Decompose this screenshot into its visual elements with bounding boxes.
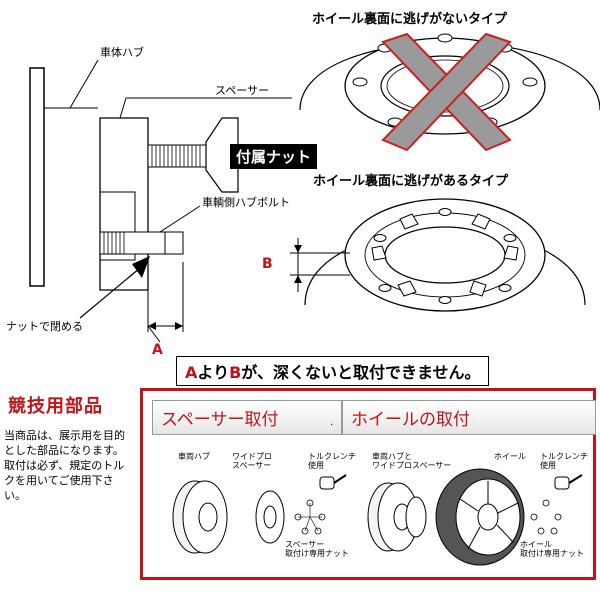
- spacer-install-illustration: [172, 474, 347, 554]
- warning-mid: より: [197, 363, 230, 382]
- b-dimension: [290, 238, 350, 292]
- a-label: A: [152, 342, 163, 358]
- panel-divider-dot: ·: [330, 420, 334, 431]
- warning-box: AよりBが、深くないと取付できません。: [176, 356, 490, 386]
- hub-label: 車体ハブ: [100, 46, 144, 59]
- spacer-panel-hub-label: 車両ハブ: [178, 452, 210, 461]
- spacer-panel-nut-label: スペーサー 取付け専用ナット: [285, 540, 349, 558]
- cross-mark: [381, 32, 512, 152]
- wheel-install-title: ホイールの取付: [342, 400, 596, 435]
- spacer-leader: [119, 97, 127, 119]
- wheel-panel-wheel-label: ホイール: [494, 452, 526, 461]
- no-relief-title: ホイール裏面に逃げがないタイプ: [312, 12, 508, 27]
- bolt-leader: [159, 205, 201, 233]
- hub-bolt: [99, 231, 167, 255]
- wheel-panel-wrench-label: トルクレンチ 使用: [540, 452, 588, 470]
- vehicle-hub-plate: [29, 67, 45, 287]
- hub-bolt-label: 車輌側ハブボルト: [202, 196, 290, 209]
- wheel-panel-hub-label: 車両ハブと ワイドプロスペーサー: [372, 452, 452, 470]
- supplied-nut-shape: [205, 117, 239, 193]
- spacer-panel-spacer-label: ワイドプロ スペーサー: [232, 452, 272, 470]
- wheel-install-illustration: [367, 468, 583, 566]
- racing-parts-title: 競技用部品: [8, 396, 103, 417]
- spacer-stud-threads: [151, 145, 201, 167]
- warning-a: A: [185, 363, 198, 382]
- spacer-install-title: スペーサー取付: [152, 400, 342, 435]
- racing-parts-note: 当商品は、展示用を目的とした部品になります。取付は必ず、規定のトルクを用いてご使…: [4, 429, 125, 502]
- spacer-recess: [100, 191, 136, 261]
- warning-b: B: [229, 363, 242, 382]
- spacer-stud: [147, 144, 207, 168]
- wheel-panel-nut-label: ホイール 取付け専用ナット: [520, 540, 584, 558]
- close-nut-label: ナットで閉める: [6, 320, 83, 333]
- wheel-relief-drawing: [304, 198, 586, 312]
- spacer-cross-section-drawing: [29, 32, 600, 343]
- spacer-panel-wrench-label: トルクレンチ 使用: [308, 452, 356, 470]
- relief-title: ホイール裏面に逃げがあるタイプ: [313, 174, 509, 189]
- close-nut-arrow: [79, 267, 141, 319]
- b-label: B: [262, 256, 273, 272]
- supplied-nut-label: 付属ナット: [230, 144, 318, 169]
- spacer-label: スペーサー: [215, 84, 270, 97]
- warning-rest: が、深くないと取付できません。: [241, 363, 481, 382]
- hub-bolt-end: [164, 231, 184, 255]
